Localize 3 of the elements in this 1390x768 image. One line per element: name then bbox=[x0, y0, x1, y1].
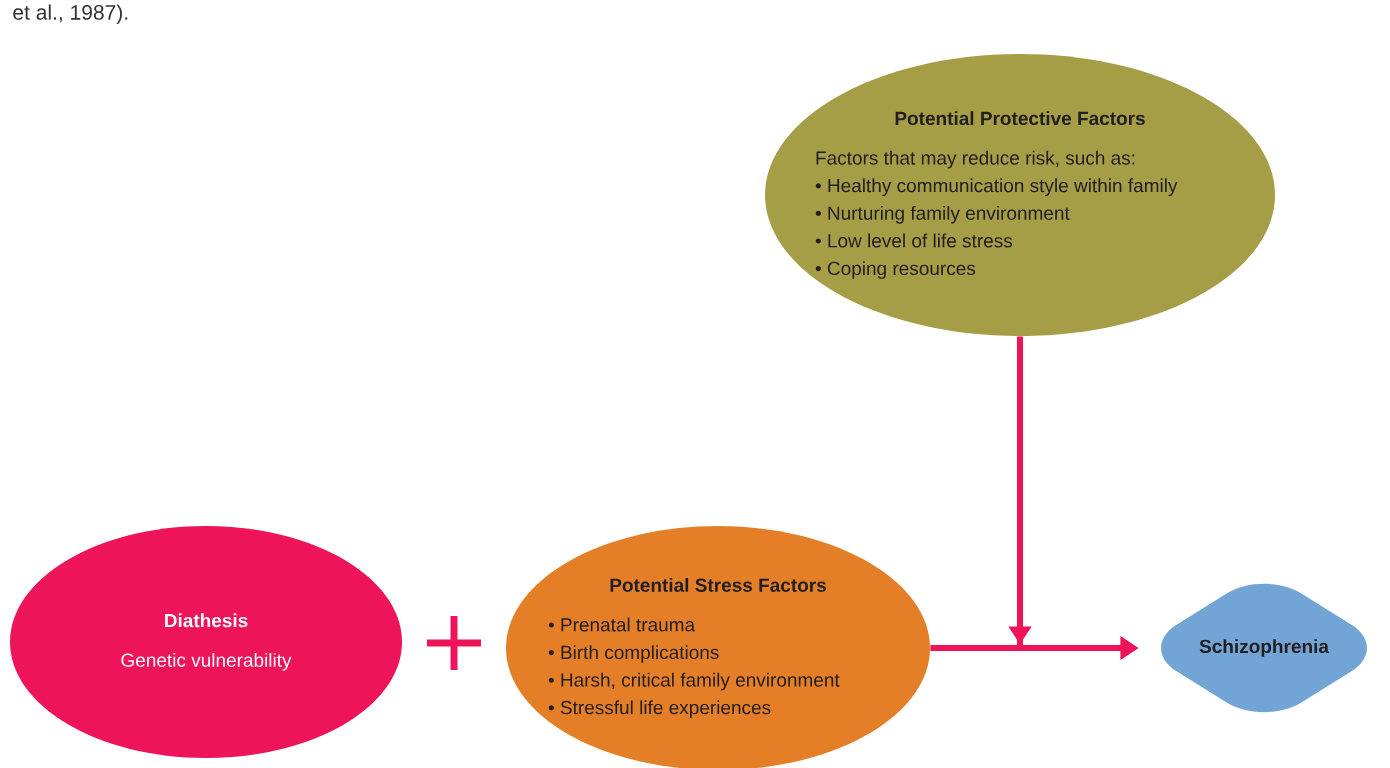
ellipse-node: Diathesis Genetic vulnerability bbox=[10, 526, 402, 758]
ellipse-node: Potential Protective Factors Factors that may reduce risk, such as: • Healthy communication style within family • Nurturing family environment • Low level of life stress • Coping resources bbox=[765, 54, 1275, 336]
caption-text: et al., 1987). bbox=[13, 4, 128, 24]
